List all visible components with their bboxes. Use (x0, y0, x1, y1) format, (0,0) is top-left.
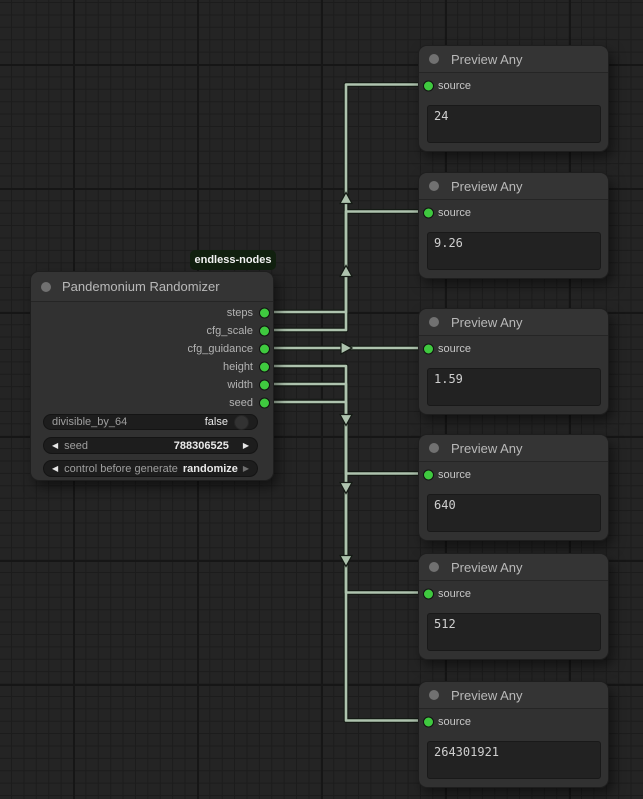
increment-arrow-icon[interactable]: ▶ (242, 440, 249, 450)
widget-value: false (204, 416, 228, 428)
node-header[interactable]: Preview Any (419, 173, 608, 200)
input-label: source (438, 468, 472, 481)
decrement-arrow-icon[interactable]: ◀ (52, 463, 59, 473)
decrement-arrow-icon[interactable]: ◀ (52, 440, 59, 450)
output-row-cfg-scale: cfg_scale (31, 322, 273, 340)
link-arrow-down-icon (338, 554, 354, 568)
input-port-source[interactable] (423, 80, 434, 91)
node-preview-any-4[interactable]: Preview Any source 640 (418, 434, 609, 541)
node-title: Preview Any (451, 51, 523, 67)
input-label: source (438, 342, 472, 355)
preview-value-box: 1.59 (427, 368, 601, 406)
widget-divisible-by-64-toggle[interactable]: divisible_by_64 false (43, 414, 258, 430)
badge-label: endless-nodes (194, 254, 272, 266)
input-port-source[interactable] (423, 716, 434, 727)
node-header[interactable]: Preview Any (419, 554, 608, 581)
preview-value: 264301921 (434, 745, 500, 759)
output-label: seed (229, 397, 253, 409)
widget-value: randomize (182, 462, 238, 475)
node-group-badge: endless-nodes (190, 250, 276, 270)
output-port-steps[interactable] (259, 307, 270, 319)
preview-value: 24 (434, 109, 449, 123)
preview-value-box: 640 (427, 494, 601, 532)
input-port-source[interactable] (423, 588, 434, 599)
widget-seed-stepper[interactable]: ◀ seed 788306525 ▶ (43, 437, 258, 454)
output-label: steps (226, 307, 253, 319)
output-port-width[interactable] (259, 379, 270, 391)
preview-value: 1.59 (434, 372, 463, 386)
output-label: height (223, 361, 253, 373)
input-label: source (438, 79, 472, 92)
preview-value-box: 264301921 (427, 741, 601, 779)
output-port-cfg-scale[interactable] (259, 325, 270, 337)
node-preview-any-1[interactable]: Preview Any source 24 (418, 45, 609, 152)
input-row-source: source (419, 336, 608, 361)
output-row-seed: seed (31, 394, 273, 412)
preview-value-box: 512 (427, 613, 601, 651)
node-preview-any-2[interactable]: Preview Any source 9.26 (418, 172, 609, 279)
node-header[interactable]: Preview Any (419, 435, 608, 462)
collapse-dot-icon[interactable] (429, 54, 439, 64)
input-row-source: source (419, 462, 608, 487)
toggle-knob-icon[interactable] (234, 414, 249, 430)
input-row-source: source (419, 73, 608, 98)
widget-label: divisible_by_64 (52, 416, 128, 428)
output-port-seed[interactable] (259, 397, 270, 409)
link-arrow-down-icon (338, 481, 354, 495)
link-arrow-right-icon (340, 340, 354, 356)
preview-value-box: 9.26 (427, 232, 601, 270)
input-label: source (438, 206, 472, 219)
input-row-source: source (419, 581, 608, 606)
node-header[interactable]: Preview Any (419, 309, 608, 336)
input-port-source[interactable] (423, 343, 434, 354)
node-title: Preview Any (451, 178, 523, 194)
collapse-dot-icon[interactable] (41, 281, 51, 292)
node-title: Preview Any (451, 314, 523, 330)
node-pandemonium-randomizer[interactable]: Pandemonium Randomizer steps cfg_scale c… (30, 271, 274, 481)
output-port-cfg-guidance[interactable] (259, 343, 270, 355)
node-preview-any-5[interactable]: Preview Any source 512 (418, 553, 609, 660)
output-row-height: height (31, 358, 273, 376)
widget-value: 788306525 (173, 439, 229, 452)
output-row-width: width (31, 376, 273, 394)
node-title: Preview Any (451, 687, 523, 703)
output-label: cfg_guidance (187, 343, 253, 355)
collapse-dot-icon[interactable] (429, 181, 439, 191)
node-header[interactable]: Preview Any (419, 46, 608, 73)
increment-arrow-icon[interactable]: ▶ (242, 463, 249, 473)
link-arrow-down-icon (338, 413, 354, 427)
input-row-source: source (419, 200, 608, 225)
output-label: cfg_scale (206, 325, 253, 337)
collapse-dot-icon[interactable] (429, 317, 439, 327)
input-row-source: source (419, 709, 608, 734)
preview-value: 512 (434, 617, 456, 631)
output-row-cfg-guidance: cfg_guidance (31, 340, 273, 358)
widget-control-before-generate-stepper[interactable]: ◀ control before generate randomize ▶ (43, 460, 258, 477)
node-title: Pandemonium Randomizer (62, 279, 220, 294)
input-port-source[interactable] (423, 207, 434, 218)
node-header[interactable]: Preview Any (419, 682, 608, 709)
input-label: source (438, 715, 472, 728)
widget-label: seed (64, 439, 89, 452)
preview-value: 9.26 (434, 236, 463, 250)
link-arrow-up-icon (338, 264, 354, 278)
input-label: source (438, 587, 472, 600)
output-port-height[interactable] (259, 361, 270, 373)
node-preview-any-3[interactable]: Preview Any source 1.59 (418, 308, 609, 415)
node-title: Preview Any (451, 440, 523, 456)
collapse-dot-icon[interactable] (429, 443, 439, 453)
link-arrow-up-icon (338, 191, 354, 205)
widget-label: control before generate (64, 462, 178, 475)
preview-value: 640 (434, 498, 456, 512)
output-label: width (227, 379, 253, 391)
node-header[interactable]: Pandemonium Randomizer (31, 272, 273, 302)
input-port-source[interactable] (423, 469, 434, 480)
collapse-dot-icon[interactable] (429, 562, 439, 572)
node-title: Preview Any (451, 559, 523, 575)
node-preview-any-6[interactable]: Preview Any source 264301921 (418, 681, 609, 788)
preview-value-box: 24 (427, 105, 601, 143)
output-row-steps: steps (31, 304, 273, 322)
collapse-dot-icon[interactable] (429, 690, 439, 700)
